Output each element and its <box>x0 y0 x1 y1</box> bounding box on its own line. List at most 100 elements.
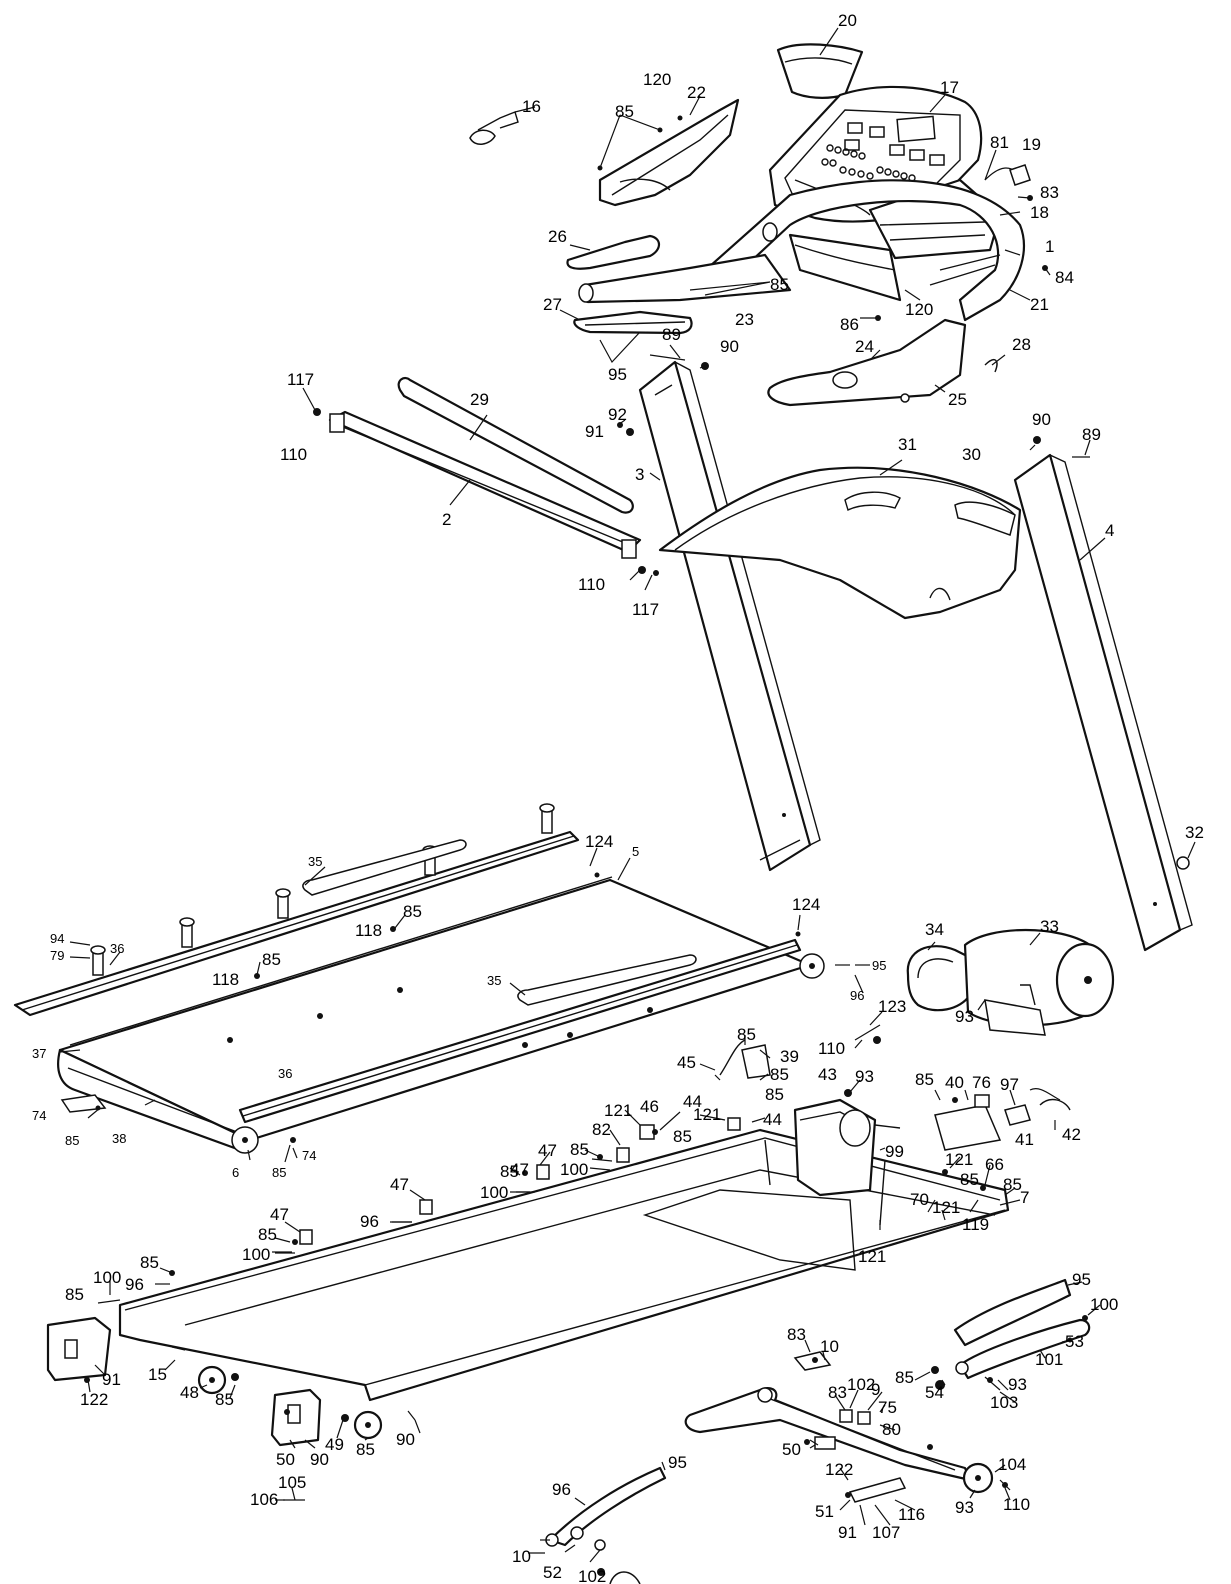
label-81: 81 <box>990 133 1009 152</box>
label-102-arm: 103 <box>990 1393 1018 1412</box>
label-40: 40 <box>945 1073 964 1092</box>
label-36-rear: 36 <box>110 941 124 956</box>
label-51: 93 <box>955 1498 974 1517</box>
label-89-left: 89 <box>662 325 681 344</box>
label-107: 51 <box>815 1502 834 1521</box>
part-47-cushion <box>536 1164 550 1180</box>
label-23: 23 <box>735 310 754 329</box>
label-6: 6 <box>232 1165 239 1180</box>
label-85-48: 122 <box>80 1390 108 1409</box>
label-93-arm: 85 <box>895 1368 914 1387</box>
part-3-left-upright <box>638 360 812 872</box>
label-37: 37 <box>32 1046 46 1061</box>
label-53: 95 <box>1072 1270 1091 1289</box>
label-85-deck-rear: 85 <box>403 902 422 921</box>
label-102-left: 10 <box>512 1547 531 1566</box>
label-50-left: 48 <box>180 1383 199 1402</box>
label-3: 3 <box>635 465 644 484</box>
leader-lines <box>59 27 1196 1563</box>
label-66: 66 <box>985 1155 1004 1174</box>
label-92: 92 <box>608 405 627 424</box>
label-48: 91 <box>102 1370 121 1389</box>
label-101: 100 <box>1090 1295 1118 1314</box>
upright-assembly <box>328 360 1193 952</box>
label-121-a: 121 <box>604 1101 632 1120</box>
label-103-arm: 54 <box>925 1383 944 1402</box>
label-47-frame-b: 47 <box>270 1205 289 1224</box>
label-89-right: 89 <box>1082 425 1101 444</box>
label-38: 38 <box>112 1131 126 1146</box>
label-85-handlebar: 85 <box>770 275 789 294</box>
part-35-strip-rear <box>302 839 467 896</box>
console-assembly <box>469 43 1031 407</box>
label-85-frame-b: 85 <box>258 1225 277 1244</box>
label-91-wheel: 110 <box>1003 1495 1030 1514</box>
label-110-base: 104 <box>998 1455 1026 1474</box>
label-21: 21 <box>1030 295 1049 314</box>
part-1-console-frame <box>698 179 1025 322</box>
part-32-end-cap <box>1176 856 1190 870</box>
label-20: 20 <box>838 11 857 30</box>
label-75: 102 <box>847 1375 875 1394</box>
label-43: 43 <box>818 1065 837 1084</box>
label-85-47b: 85 <box>500 1162 519 1181</box>
label-85-54: 83 <box>787 1325 806 1344</box>
label-18: 18 <box>1030 203 1049 222</box>
label-33: 33 <box>1040 917 1059 936</box>
label-121-e: 121 <box>858 1247 886 1266</box>
part-labels: 20 17 81 19 83 18 1 84 21 120 22 120 85 … <box>32 11 1204 1584</box>
label-95-frame: 85 <box>65 1285 84 1304</box>
part-4-right-upright <box>1013 453 1182 952</box>
label-74-right: 74 <box>302 1148 316 1163</box>
label-97: 97 <box>1000 1075 1019 1094</box>
label-54: 10 <box>820 1337 839 1356</box>
label-91-base: 80 <box>882 1420 901 1439</box>
label-16: 16 <box>522 97 541 116</box>
part-31-motor-cover <box>658 466 1022 620</box>
label-86: 86 <box>840 315 859 334</box>
part-39-sensor <box>741 1044 771 1079</box>
label-17: 17 <box>940 78 959 97</box>
label-90-wheel-b: 49 <box>325 1435 344 1454</box>
label-121-c: 121 <box>945 1150 973 1169</box>
label-50-right: 85 <box>356 1440 375 1459</box>
label-19: 19 <box>1022 135 1041 154</box>
label-122-right: 90 <box>396 1430 415 1449</box>
label-95-bottom: 106 <box>250 1490 278 1509</box>
label-47-a: 47 <box>538 1141 557 1160</box>
part-29-tube <box>397 376 634 514</box>
label-39: 39 <box>780 1047 799 1066</box>
label-120-cover: 120 <box>643 70 671 89</box>
label-95-grip: 95 <box>608 365 627 384</box>
label-32: 32 <box>1185 823 1204 842</box>
label-2: 2 <box>442 510 451 529</box>
label-120-console: 120 <box>905 300 933 319</box>
part-42-cable <box>1039 1098 1071 1111</box>
label-52: 96 <box>552 1480 571 1499</box>
label-106: 107 <box>872 1523 900 1542</box>
label-93-lift: 93 <box>855 1067 874 1086</box>
frame-assembly <box>46 1039 1071 1447</box>
label-4: 4 <box>1105 521 1114 540</box>
label-35-rear: 35 <box>308 854 322 869</box>
label-35-front: 35 <box>487 973 501 988</box>
label-85-bracket-left: 85 <box>65 1133 79 1148</box>
label-93-left: 102 <box>578 1567 606 1584</box>
label-83-arm: 53 <box>1065 1332 1084 1351</box>
label-110-top: 110 <box>280 445 307 464</box>
label-96-frame: 100 <box>93 1268 121 1287</box>
label-26: 26 <box>548 227 567 246</box>
part-27-grip <box>573 310 693 335</box>
part-82-cushion <box>616 1147 630 1163</box>
part-116-bracket <box>848 1477 907 1503</box>
label-95-roller: 95 <box>872 958 886 973</box>
label-100-frame-b: 100 <box>242 1245 270 1264</box>
part-26-handle-cover <box>566 234 661 270</box>
label-83: 83 <box>1040 183 1059 202</box>
label-29: 29 <box>470 390 489 409</box>
label-85-82: 85 <box>570 1140 589 1159</box>
label-10-left: 95 <box>668 1453 687 1472</box>
label-44-right: 44 <box>763 1110 782 1129</box>
label-96-bottom: 105 <box>278 1473 306 1492</box>
label-85-66: 85 <box>960 1170 979 1189</box>
